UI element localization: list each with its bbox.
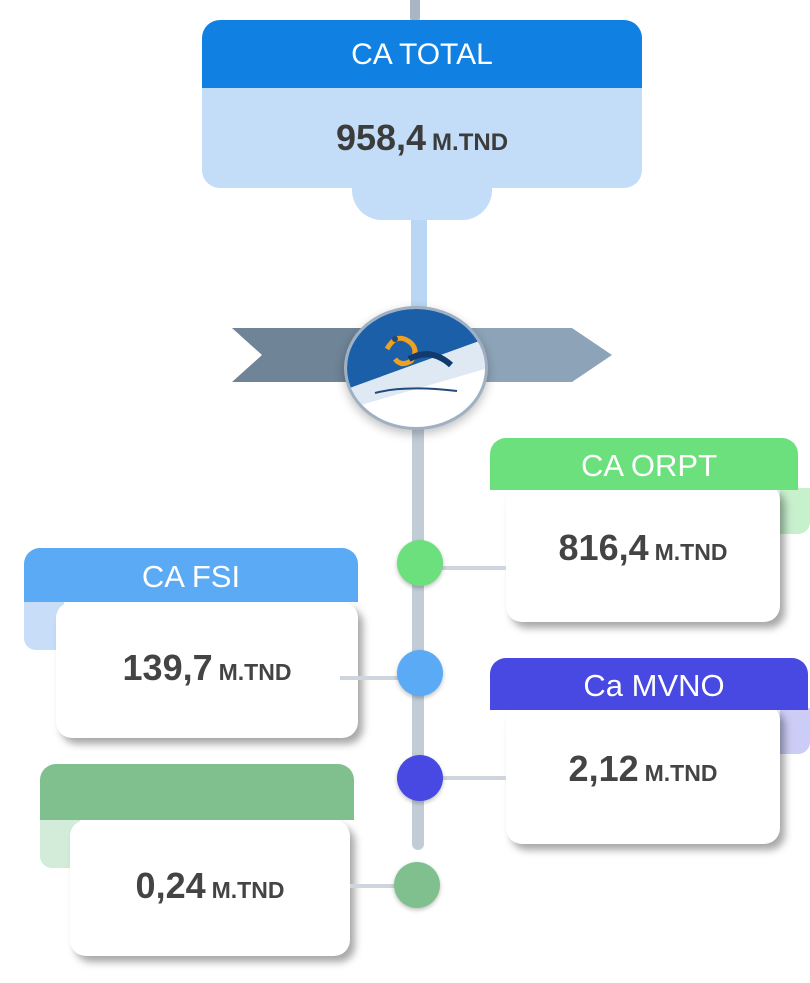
card-fsi-value: 139,7 xyxy=(122,647,213,688)
spine-top xyxy=(410,0,420,22)
spine-lower xyxy=(412,418,424,850)
card-mvno-tab: Ca MVNO xyxy=(490,658,808,710)
timeline-dot-fsi xyxy=(397,650,443,696)
connector-fsi xyxy=(340,676,410,680)
total-value: 958,4 xyxy=(335,117,427,158)
card-oi-tab: CA OI xyxy=(40,764,354,871)
card-oi-value: 0,24 xyxy=(135,865,206,906)
card-orpt-label: CA ORPT xyxy=(580,448,718,483)
card-mvno-flap xyxy=(780,708,810,754)
timeline-dot-orpt xyxy=(397,540,443,586)
card-oi-label: CA OI xyxy=(168,836,260,871)
connector-oi xyxy=(350,884,410,888)
total-unit: M.TND xyxy=(432,129,509,156)
card-orpt-unit: M.TND xyxy=(654,539,728,565)
connector-orpt xyxy=(440,566,506,570)
card-oi-unit: M.TND xyxy=(211,877,285,903)
card-mvno-unit: M.TND xyxy=(644,760,718,786)
card-fsi-label: CA FSI xyxy=(141,559,241,594)
card-mvno-label: Ca MVNO xyxy=(583,668,725,703)
card-fsi-tab: CA FSI xyxy=(24,548,358,602)
card-orpt-flap xyxy=(780,488,810,534)
authority-logo-icon xyxy=(344,306,488,430)
card-fsi-unit: M.TND xyxy=(218,659,292,685)
timeline-dot-mvno xyxy=(397,755,443,801)
spine-connector xyxy=(411,210,427,320)
connector-mvno xyxy=(440,776,506,780)
total-card-header: CA TOTAL xyxy=(202,20,642,88)
card-mvno-value: 2,12 xyxy=(568,748,639,789)
timeline-dot-oi xyxy=(394,862,440,908)
card-orpt-tab: CA ORPT xyxy=(490,438,798,490)
total-label: CA TOTAL xyxy=(351,38,493,71)
card-orpt-value: 816,4 xyxy=(558,527,649,568)
